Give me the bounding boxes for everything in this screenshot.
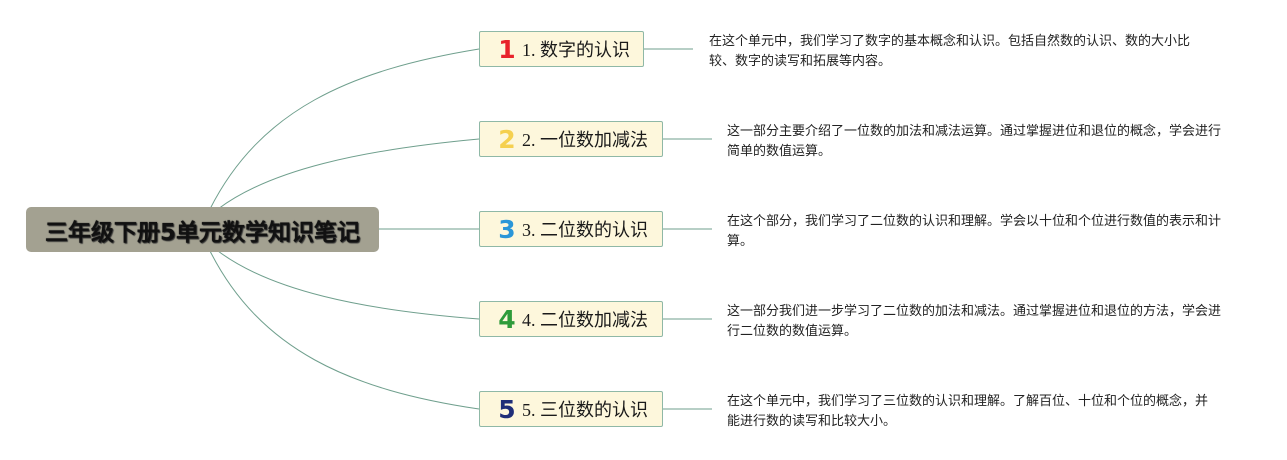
topic-5[interactable]: 5 5. 三位数的认识 — [479, 391, 663, 427]
topic-3[interactable]: 3 3. 二位数的认识 — [479, 211, 663, 247]
number-1-icon: 1 — [498, 34, 516, 64]
number-2-icon: 2 — [498, 124, 516, 154]
connector-root-topic-5 — [209, 250, 480, 410]
topic-label: 3. 二位数的认识 — [522, 220, 648, 240]
root-topic[interactable]: 三年级下册5单元数学知识笔记 — [26, 207, 379, 252]
topic-4[interactable]: 4 4. 二位数加减法 — [479, 301, 663, 337]
topic-2-description: 这一部分主要介绍了一位数的加法和减法运算。通过掌握进位和退位的概念，学会进行简单… — [727, 124, 1222, 159]
topic-4-description: 这一部分我们进一步学习了二位数的加法和减法。通过掌握进位和退位的方法，学会进行二… — [727, 304, 1222, 339]
connector-root-topic-1 — [209, 48, 480, 210]
number-4-icon: 4 — [498, 304, 516, 334]
topic-5-description: 在这个单元中，我们学习了三位数的认识和理解。了解百位、十位和个位的概念，并能进行… — [727, 394, 1209, 429]
connector-root-topic-2 — [217, 138, 480, 210]
topic-label: 1. 数字的认识 — [522, 40, 630, 60]
topic-label: 5. 三位数的认识 — [522, 400, 648, 420]
topic-label: 4. 二位数加减法 — [522, 310, 648, 330]
number-3-icon: 3 — [498, 214, 516, 244]
topic-label: 2. 一位数加减法 — [522, 130, 648, 150]
topic-2[interactable]: 2 2. 一位数加减法 — [479, 121, 663, 157]
number-5-icon: 5 — [498, 394, 516, 424]
root-title: 三年级下册5单元数学知识笔记 — [44, 219, 360, 246]
connector-root-topic-4 — [217, 250, 480, 320]
topic-3-description: 在这个部分，我们学习了二位数的认识和理解。学会以十位和个位进行数值的表示和计算。 — [727, 214, 1222, 249]
topic-1-description: 在这个单元中，我们学习了数字的基本概念和认识。包括自然数的认识、数的大小比较、数… — [709, 34, 1191, 69]
topic-1[interactable]: 1 1. 数字的认识 — [479, 31, 644, 67]
